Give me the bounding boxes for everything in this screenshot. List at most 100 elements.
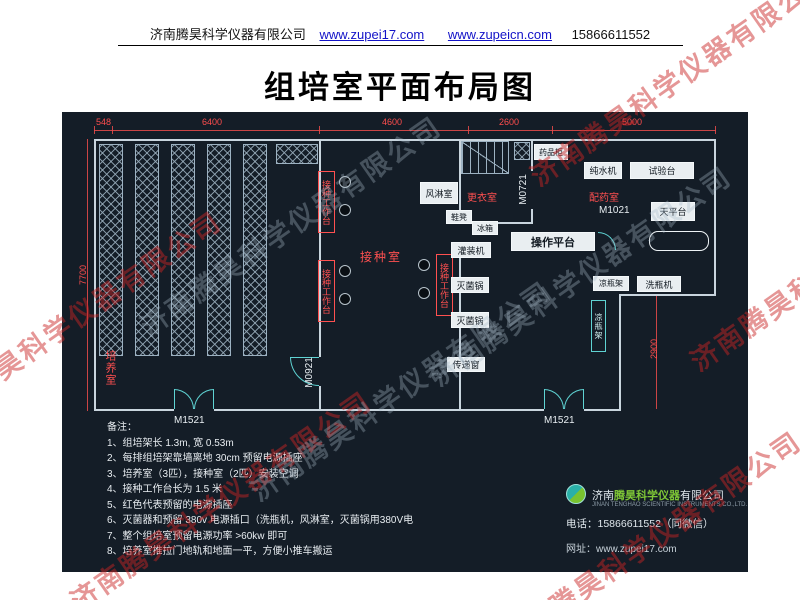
stool — [339, 265, 351, 277]
wall — [319, 139, 321, 357]
dimension-tick — [552, 126, 553, 134]
wall — [321, 409, 544, 411]
balance-table: 天平台 — [651, 202, 695, 221]
fridge: 冰箱 — [472, 221, 498, 235]
door-leaf — [544, 389, 545, 409]
stair-grid — [461, 141, 509, 174]
wall — [94, 139, 716, 141]
note-item: 7、整个组培室预留电源功率 >60kw 即可 — [107, 530, 288, 542]
header-phone: 15866611552 — [571, 27, 651, 42]
pass-through-window: 传递窗 — [447, 357, 485, 372]
brand-name-en: JINAN TENGHAO SCIENTIFIC INSTRUMENTS CO.… — [592, 502, 748, 508]
stool — [339, 204, 351, 216]
door-label-m0921: M0921 — [303, 357, 315, 388]
stool — [418, 259, 430, 271]
dimension-tick — [468, 126, 469, 134]
shoe-bench: 鞋凳 — [446, 210, 472, 224]
culture-rack — [276, 144, 318, 164]
door-leaf — [583, 389, 584, 409]
notes-block: 备注： 1、组培架长 1.3m, 宽 0.53m 2、每排组培架靠墙离地 30c… — [107, 420, 413, 560]
culture-rack — [99, 144, 123, 356]
dimension-label: 6400 — [202, 117, 223, 127]
wall — [319, 386, 321, 411]
door-arc — [564, 389, 584, 409]
room-label-culture: 培养室 — [104, 350, 116, 386]
wall — [459, 252, 461, 411]
footer-phone: 电话：15866611552（同微信） — [566, 518, 714, 530]
note-item: 5、红色代表预留的电源插座 — [107, 499, 233, 511]
header-link-zupeicn[interactable]: www.zupeicn.com — [447, 27, 552, 42]
dimension-label: 7700 — [78, 264, 89, 286]
door-arc — [174, 389, 194, 409]
note-item: 6、灭菌器和预留 380v 电源插口（洗瓶机，风淋室，灭菌锅用380V电 — [107, 515, 414, 526]
dimension-line-right — [656, 296, 657, 409]
dimension-tick — [319, 126, 320, 134]
bottle-cooling-rack: 凉瓶架 — [593, 276, 629, 291]
door-leaf — [213, 389, 214, 409]
bottle-cooling-rack: 凉瓶架 — [591, 300, 606, 352]
door-arc — [598, 232, 616, 250]
inoculation-workbench: 接种工作台 — [318, 171, 335, 233]
dimension-tick — [94, 126, 95, 134]
room-label-dispensing: 配药室 — [589, 193, 619, 204]
door-label-m1521-left: M1521 — [174, 415, 205, 426]
page-title: 组培室平面布局图 — [264, 70, 536, 105]
wall — [619, 294, 621, 411]
dimension-line-left — [87, 139, 88, 411]
note-item: 2、每排组培架靠墙离地 30cm 预留电源插座 — [107, 453, 303, 464]
brand-name: 济南腾昊科学仪器有限公司 — [592, 487, 724, 503]
sink-counter — [649, 231, 709, 251]
bottle-washer: 洗瓶机 — [637, 276, 681, 292]
door-label-m1521-right: M1521 — [544, 415, 575, 426]
wall — [459, 139, 461, 224]
wall — [584, 409, 621, 411]
header-link-zupei17[interactable]: www.zupei17.com — [319, 27, 425, 42]
operation-platform: 操作平台 — [511, 232, 595, 251]
header: 济南腾昊科学仪器有限公司 www.zupei17.com www.zupeicn… — [0, 24, 800, 43]
dimension-label: 548 — [96, 117, 112, 127]
door-leaf — [290, 357, 319, 358]
brand-logo-icon — [566, 484, 586, 504]
dimension-tick — [715, 126, 716, 134]
stool — [418, 287, 430, 299]
wall — [94, 139, 96, 411]
sterilizer: 灭菌锅 — [451, 312, 489, 328]
header-company: 济南腾昊科学仪器有限公司 — [149, 27, 306, 42]
room-label-inoculation: 接种室 — [360, 250, 403, 264]
floor-plan-canvas: 548 6400 4600 2600 5000 7700 2900 — [62, 112, 748, 572]
notes-heading: 备注： — [107, 422, 137, 433]
sterilizer: 灭菌锅 — [451, 277, 489, 293]
header-divider — [118, 45, 683, 46]
door-arc — [544, 389, 564, 409]
filling-machine: 灌装机 — [451, 242, 491, 258]
wall — [214, 409, 321, 411]
note-item: 8、培养室推拉门地轨和地面一平，方便小推车搬运 — [107, 546, 333, 557]
culture-rack — [135, 144, 159, 356]
brand-highlight: 腾昊科学仪器 — [614, 490, 680, 502]
dimension-label: 5000 — [622, 117, 643, 127]
dimension-label: 4600 — [382, 117, 403, 127]
dimension-tick — [112, 126, 113, 134]
dimension-label: 2900 — [649, 338, 660, 360]
culture-rack — [243, 144, 267, 356]
stool — [339, 176, 351, 188]
culture-rack — [207, 144, 231, 356]
wall — [714, 139, 716, 296]
door-label-m1021: M1021 — [599, 205, 630, 216]
air-shower: 风淋室 — [420, 182, 458, 204]
hatch-cabinet — [514, 142, 530, 160]
pure-water-machine: 纯水机 — [584, 162, 622, 179]
stool — [339, 293, 351, 305]
wall — [94, 409, 174, 411]
dimension-line-top — [94, 130, 716, 131]
brand-suffix: 有限公司 — [680, 490, 724, 502]
medicine-cabinet: 药品柜 — [534, 144, 568, 160]
wall — [531, 209, 533, 224]
door-arc — [194, 389, 214, 409]
note-item: 4、接种工作台长为 1.5 米 — [107, 484, 223, 495]
inoculation-workbench: 接种工作台 — [318, 260, 335, 322]
dimension-label: 2600 — [499, 117, 520, 127]
brand-prefix: 济南 — [592, 490, 614, 502]
test-bench: 试验台 — [630, 162, 694, 179]
